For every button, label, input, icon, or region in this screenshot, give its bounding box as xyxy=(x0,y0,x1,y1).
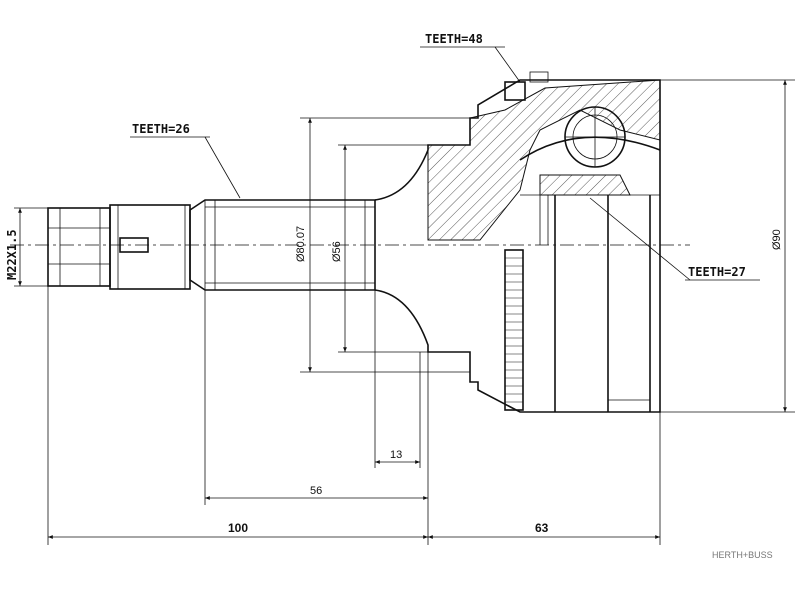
dim-13 xyxy=(374,290,421,468)
threaded-end xyxy=(47,204,191,290)
brand-watermark: HERTH+BUSS xyxy=(712,550,773,560)
dim-thread xyxy=(14,207,48,287)
dim-56 xyxy=(204,290,428,505)
dim-63 xyxy=(428,412,661,545)
bell-housing xyxy=(374,71,661,413)
label-dim-100: 100 xyxy=(228,521,248,535)
label-teeth-27: TEETH=27 xyxy=(688,265,746,279)
label-dim-56: 56 xyxy=(310,485,322,497)
abs-ring xyxy=(504,249,524,411)
label-teeth-26: TEETH=26 xyxy=(132,122,190,136)
label-teeth-48: TEETH=48 xyxy=(425,32,483,46)
leader-teeth-26-diag xyxy=(204,136,241,199)
dim-dia-90 xyxy=(660,79,795,413)
leader-teeth-27-diag xyxy=(589,197,691,281)
dim-dia-80 xyxy=(300,117,470,373)
label-dia-90: Ø90 xyxy=(771,229,783,250)
label-dim-63: 63 xyxy=(535,521,549,535)
dim-dia-56 xyxy=(338,144,428,353)
label-dim-13: 13 xyxy=(390,449,402,461)
label-thread: M22X1.5 xyxy=(5,229,19,280)
leader-teeth-48-diag xyxy=(494,46,521,83)
label-dia-80: Ø80.07 xyxy=(295,226,307,262)
dim-100 xyxy=(47,286,429,545)
label-dia-56: Ø56 xyxy=(331,241,343,262)
